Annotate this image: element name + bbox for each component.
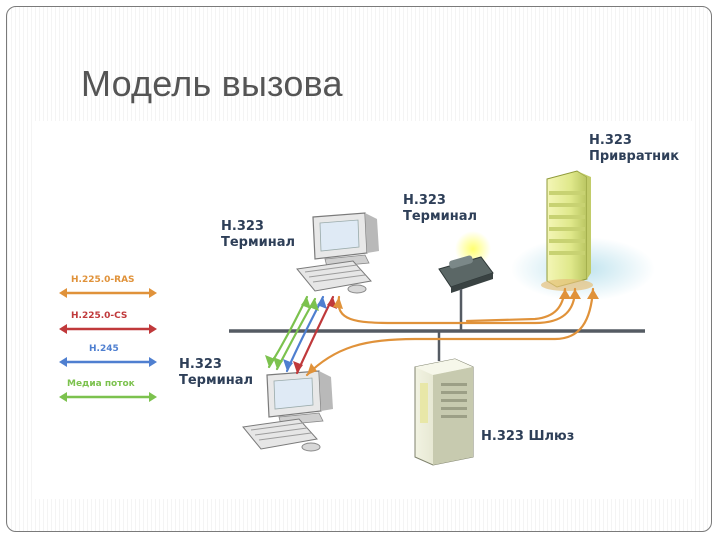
network-diagram: H.323 Привратник H.323 Терминал H.323 Те… — [35, 121, 695, 499]
legend-arrows — [59, 288, 157, 402]
legend-label-h245: H.245 — [89, 344, 119, 354]
slide-title: Модель вызова — [81, 63, 343, 104]
legend-label-cs: H.225.0-CS — [71, 311, 128, 321]
legend-label-media: Медиа поток — [67, 379, 135, 389]
ip-phone-icon — [438, 231, 494, 331]
terminal-bottom-label: H.323 Терминал — [179, 357, 254, 388]
gatekeeper-server-icon — [541, 170, 593, 291]
arrow-heads — [265, 289, 599, 375]
arrow-ras-bottom — [305, 287, 595, 377]
arrow-ras-top — [337, 287, 577, 325]
diagram-graphics — [59, 170, 655, 466]
terminal-top-icon — [296, 212, 379, 294]
gatekeeper-label: H.323 Привратник — [589, 133, 680, 164]
arrow-media-2 — [275, 297, 317, 371]
legend-label-ras: H.225.0-RAS — [71, 275, 135, 285]
terminal-bottom-icon — [242, 370, 333, 452]
gateway-label: H.323 Шлюз — [481, 429, 575, 444]
slide: Модель вызова — [6, 6, 712, 532]
terminal-top-label: H.323 Терминал — [221, 219, 296, 250]
terminal-phone-label: H.323 Терминал — [403, 193, 478, 224]
gateway-server-icon — [414, 331, 474, 466]
